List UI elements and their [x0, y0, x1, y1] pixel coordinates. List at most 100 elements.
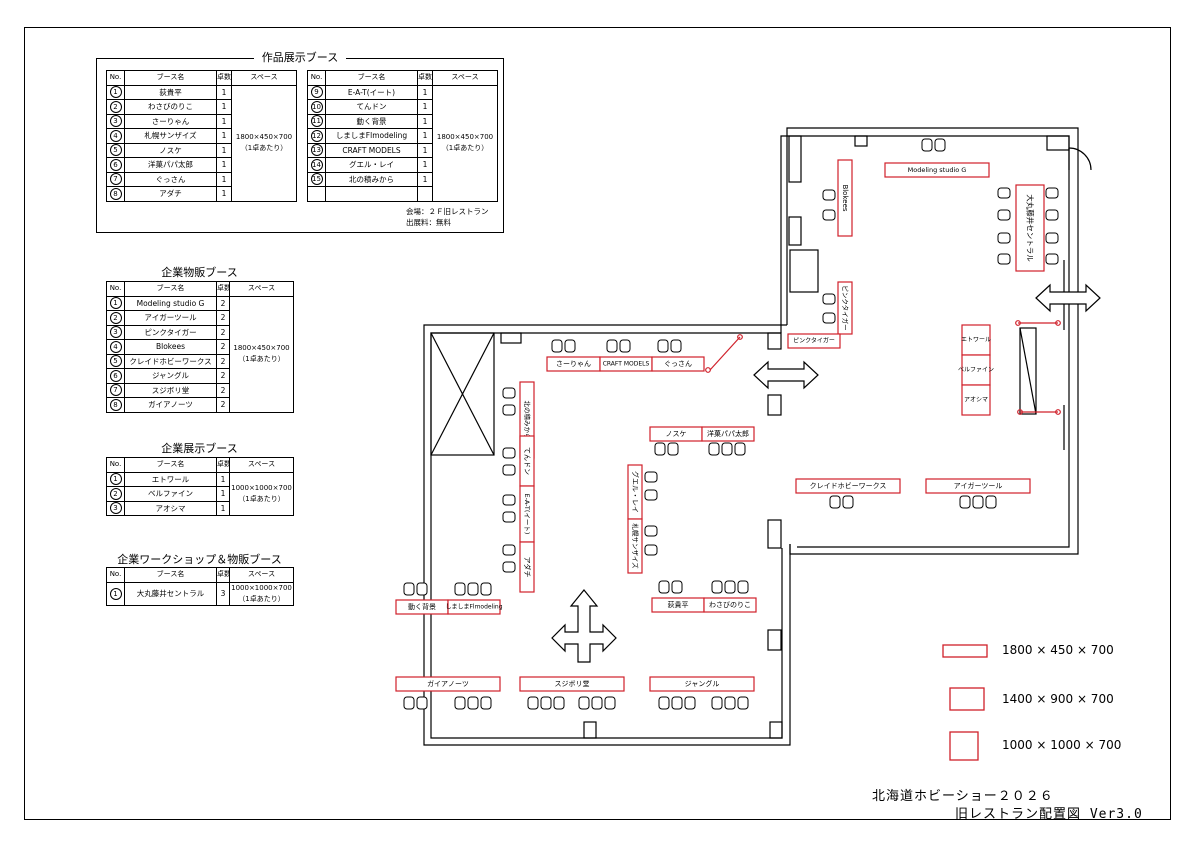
booth-name: 札幌サンザイズ: [124, 128, 217, 144]
booth-wasabi: わさびのりこ: [703, 597, 757, 613]
table-count: 2: [216, 382, 230, 398]
fee-note: 出展料：無料: [406, 218, 451, 227]
booth-ogihira: 荻貴平: [651, 597, 705, 613]
chair: [708, 442, 720, 456]
workshop-table: No.ブース名卓数スペース1大丸藤井セントラル31000×1000×700（1卓…: [106, 567, 294, 606]
chair: [997, 187, 1011, 199]
chair: [737, 696, 749, 710]
chair: [670, 339, 682, 353]
chair: [502, 404, 516, 416]
legend-swatch-1000: [949, 731, 979, 761]
booth-adachi: アダチ: [519, 541, 535, 593]
chair: [658, 580, 670, 594]
booth-belfine: ベルファイン: [958, 354, 994, 386]
chair: [657, 339, 669, 353]
chair: [997, 209, 1011, 221]
chair: [502, 511, 516, 523]
row-number: 11: [310, 115, 323, 128]
chair: [480, 582, 492, 596]
booth-pink_v: ピンクタイガー: [837, 281, 853, 335]
walls: [423, 127, 1092, 746]
chair: [467, 582, 479, 596]
booth-label: 荻貴平: [668, 600, 689, 609]
chair: [684, 696, 696, 710]
booth-daimaru: 大丸藤井セントラル: [1015, 184, 1045, 272]
chairs: [403, 138, 1059, 710]
booth-label: ピンクタイガー: [841, 285, 850, 330]
booth-label: CRAFT MODELS: [603, 361, 650, 368]
chair: [527, 696, 539, 710]
chair: [985, 495, 997, 509]
chair: [644, 525, 658, 537]
chair: [934, 138, 946, 152]
booth-label: 北の積みから: [523, 401, 532, 440]
chair: [480, 696, 492, 710]
chair: [403, 696, 415, 710]
row-number: 14: [310, 158, 323, 171]
chair: [997, 232, 1011, 244]
chair: [972, 495, 984, 509]
booth-yougashi: 洋菓パパ太郎: [701, 426, 755, 442]
table-count: 1: [417, 113, 433, 129]
row-number: 1: [109, 587, 122, 600]
chair: [842, 495, 854, 509]
chair: [644, 489, 658, 501]
row-number: 10: [310, 100, 323, 113]
chair: [553, 696, 565, 710]
chair: [454, 696, 466, 710]
booth-label: てんドン: [523, 447, 531, 475]
chair: [711, 696, 723, 710]
table-count: 2: [216, 324, 230, 340]
booth-sapporo: 札幌サンザイズ: [627, 518, 643, 574]
chair: [822, 189, 836, 201]
space-size: 1800×450×700（1卓あたり）: [231, 84, 297, 202]
chair: [502, 447, 516, 459]
booth-name: しましまFlmodeling: [325, 128, 418, 144]
corp-exhibit-table: No.ブース名卓数スペース1エトワール11000×1000×700（1卓あたり）…: [106, 457, 294, 516]
space-size: 1000×1000×700（1卓あたり）: [229, 581, 294, 606]
row-number: 3: [109, 115, 122, 128]
booth-gaia: ガイアノーツ: [395, 676, 501, 692]
connector-lines: [705, 320, 1061, 415]
booth-name: グエル・レイ: [325, 157, 418, 173]
row-number: 5: [109, 144, 122, 157]
booth-sujibori: スジボリ堂: [519, 676, 625, 692]
double-arrow-right: [1035, 283, 1101, 313]
table-count: 1: [216, 142, 232, 158]
four-way-arrow: [551, 589, 617, 663]
page-frame: [24, 27, 1171, 820]
legend-label-1000: 1000 × 1000 × 700: [1002, 738, 1122, 752]
booth-blokees: Blokees: [837, 159, 853, 237]
chair: [416, 582, 428, 596]
legend-label-1800: 1800 × 450 × 700: [1002, 643, 1114, 657]
chair: [578, 696, 590, 710]
row-number: 4: [109, 340, 122, 353]
chair: [606, 339, 618, 353]
chair: [721, 442, 733, 456]
booth-label: しましまFlmodeling: [445, 604, 502, 611]
table-count: 2: [216, 397, 230, 413]
booth-label: Blokees: [841, 184, 849, 211]
booth-label: 動く背景: [408, 602, 436, 611]
booth-label: 洋菓パパ太郎: [707, 429, 749, 438]
row-number: 2: [109, 311, 122, 324]
table-row: [307, 186, 498, 202]
booth-jungle: ジャングル: [649, 676, 755, 692]
booth-shima: しましまFlmodeling: [445, 599, 503, 615]
table-count: 1: [417, 171, 433, 187]
booth-name: 動く背景: [325, 113, 418, 129]
row-number: 3: [109, 326, 122, 339]
space-size: 1000×1000×700（1卓あたり）: [229, 471, 294, 516]
booth-label: ガイアノーツ: [427, 679, 469, 688]
table-count: 1: [216, 157, 232, 173]
chair: [619, 339, 631, 353]
